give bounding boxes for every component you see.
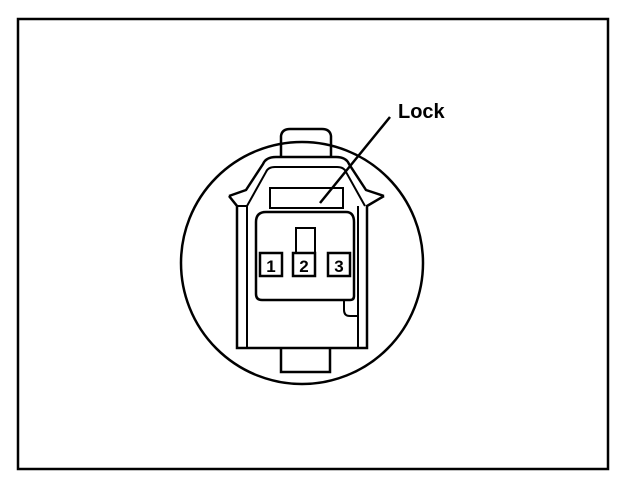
housing-inner-shell [237,166,366,207]
center-key [295,227,316,255]
connector-circle [179,140,425,386]
pin-label-2: 2 [299,257,308,276]
pin-box-1 [258,251,284,278]
bottom-tab [279,348,332,374]
housing-top-shell [228,155,385,198]
lower-notch [343,300,358,317]
pin-box-3 [326,251,352,278]
pin-label-1: 1 [266,257,275,276]
outer-frame [16,17,610,471]
pin-label-3: 3 [334,257,343,276]
top-tab [279,127,333,158]
lock-leader-line [319,116,391,204]
pin-box-2 [291,251,317,278]
lock-callout-label: Lock [398,101,446,123]
lock-latch [269,187,344,209]
terminal-cavity [254,210,356,302]
housing-outer-body [228,194,385,350]
